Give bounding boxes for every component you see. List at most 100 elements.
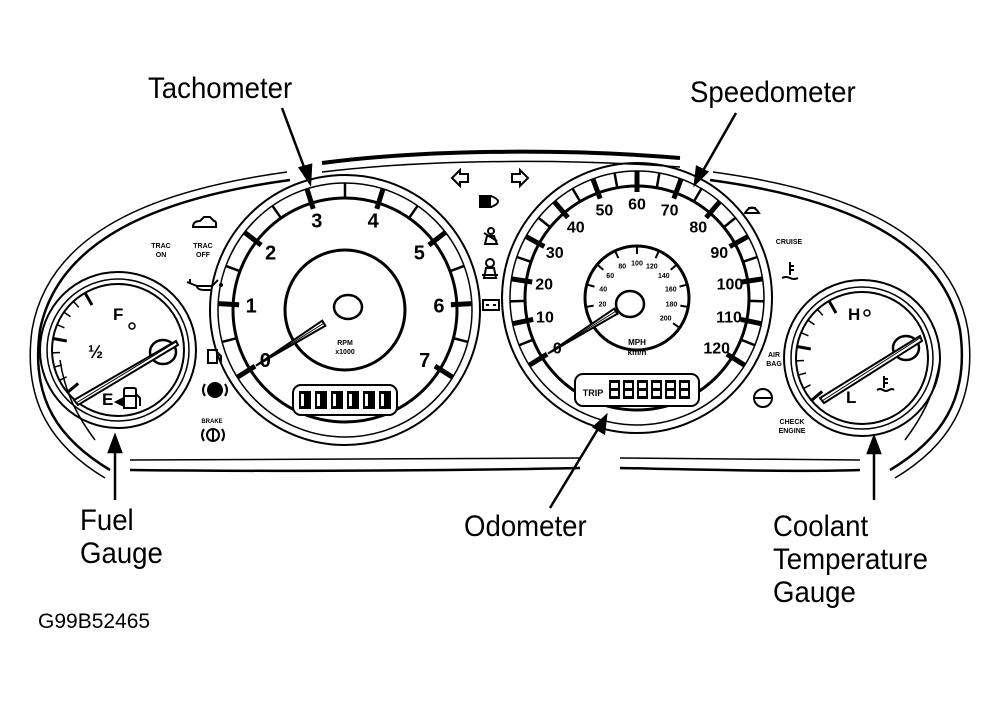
coolant-needle [818, 334, 924, 405]
speedo-mph-label: 30 [546, 245, 564, 262]
left-indicators [186, 216, 228, 442]
speedo-mph-label: 100 [717, 276, 744, 293]
low-fuel-icon [207, 349, 222, 364]
cruise-label: CRUISE [776, 239, 803, 246]
kmh-tick [670, 263, 678, 271]
svg-text:OFF: OFF [196, 252, 211, 259]
high-beam-icon [479, 195, 499, 208]
coolant-tick [800, 332, 809, 337]
speedo-mph-label: 20 [535, 276, 553, 293]
speedo-mph-label: 120 [703, 340, 730, 357]
fuel-tick [59, 376, 67, 382]
tach-minor-tick [271, 205, 283, 219]
speedo-minor-tick [516, 255, 532, 264]
kmh-tick [680, 304, 689, 309]
speedo-major-tick [512, 316, 534, 327]
coolant-gauge-arrow [866, 433, 882, 500]
left-turn-signal-icon [450, 167, 469, 189]
coolant-temperature-gauge: H L [783, 279, 941, 437]
fuel-half-label: ½ [88, 342, 103, 362]
figure-id: G99B52465 [38, 610, 151, 633]
speedo-minor-tick [692, 187, 703, 203]
speedo-minor-tick [518, 338, 534, 347]
callout-speedometer: Speedometer [690, 76, 856, 109]
cluster-housing [29, 149, 971, 479]
abs-icon [202, 382, 228, 398]
speedo-mph-label: 110 [716, 310, 742, 327]
coolant-tick [810, 390, 824, 402]
tach-scale-label: 6 [433, 295, 444, 317]
tach-major-tick [243, 230, 263, 248]
fuel-pump-icon [113, 387, 141, 409]
trip-digit [679, 380, 690, 399]
speedo-unit-mph: MPH [628, 338, 646, 347]
svg-text:AIR: AIR [768, 352, 780, 359]
tach-scale-label: 4 [368, 210, 380, 232]
speedo-minor-tick [655, 172, 661, 188]
svg-text:CHECK: CHECK [780, 419, 805, 426]
coolant-warning-icon [781, 262, 799, 280]
callout-coolant-gauge: Coolant Temperature Gauge [773, 510, 928, 609]
speedo-kmh-label: 180 [666, 302, 678, 309]
fuel-tick [83, 292, 94, 306]
air-bag-indicator: AIR BAG [766, 352, 782, 368]
speedo-mph-label: 60 [628, 197, 646, 214]
tachometer: 01234567 RPM x1000 [209, 174, 481, 446]
battery-icon [482, 299, 500, 311]
tach-display-cells [299, 391, 391, 409]
fuel-tick [56, 324, 65, 329]
right-turn-signal-icon [511, 167, 530, 189]
tach-scale-label: 1 [246, 295, 257, 317]
callout-tachometer: Tachometer [148, 72, 293, 105]
speedo-minor-tick [740, 338, 756, 347]
kmh-tick [672, 322, 681, 329]
svg-text:ON: ON [156, 252, 167, 259]
odometer-arrow [548, 412, 608, 509]
speedometer-arrow [693, 112, 738, 188]
speedo-major-tick [725, 352, 747, 368]
kmh-tick [596, 263, 604, 271]
speedo-kmh-label: 140 [658, 273, 670, 280]
fuel-tick [52, 337, 68, 343]
tach-scale-label: 3 [311, 210, 322, 232]
coolant-tick [798, 372, 807, 376]
svg-text:TRAC: TRAC [193, 243, 212, 250]
speedo-kmh-label: 120 [646, 264, 658, 271]
fuel-gauge-arrow [107, 432, 123, 500]
speedo-minor-tick [723, 216, 737, 229]
speedometer-needle [547, 307, 619, 355]
tach-scale-label: 7 [419, 350, 430, 372]
tach-display-cell [331, 391, 343, 409]
brake-warning-icon [201, 428, 225, 442]
fuel-tick [66, 382, 80, 394]
brake-label: BRAKE [201, 419, 222, 425]
tach-major-tick [427, 230, 447, 248]
tach-display-cell [347, 391, 359, 409]
tach-display-cell [363, 391, 375, 409]
coolant-hot-label: H [848, 305, 860, 324]
fuel-gauge: F ½ E [39, 271, 197, 429]
tach-unit-x1000: x1000 [335, 349, 355, 356]
speedo-minor-tick [613, 172, 619, 188]
trip-digit [665, 380, 676, 399]
speedo-major-tick [671, 178, 684, 200]
traction-car-icon [191, 216, 217, 228]
coolant-tick [803, 384, 811, 390]
trac-on-indicator: TRAC ON [151, 243, 170, 259]
seatbelt-icon [483, 227, 499, 245]
speedo-kmh-label: 80 [618, 264, 626, 271]
kmh-tick [614, 250, 620, 259]
trip-odometer-digits [609, 380, 690, 399]
speedo-major-tick [590, 178, 603, 200]
tach-major-tick [218, 301, 240, 308]
right-indicators [743, 206, 799, 408]
tach-major-tick [450, 301, 472, 308]
coolant-temp-icon [876, 376, 895, 392]
trac-off-indicator: TRAC OFF [193, 243, 212, 259]
speedo-major-tick [740, 316, 762, 327]
speedo-major-tick [728, 234, 750, 249]
coolant-tick [816, 308, 824, 316]
tach-minor-tick [221, 336, 237, 344]
